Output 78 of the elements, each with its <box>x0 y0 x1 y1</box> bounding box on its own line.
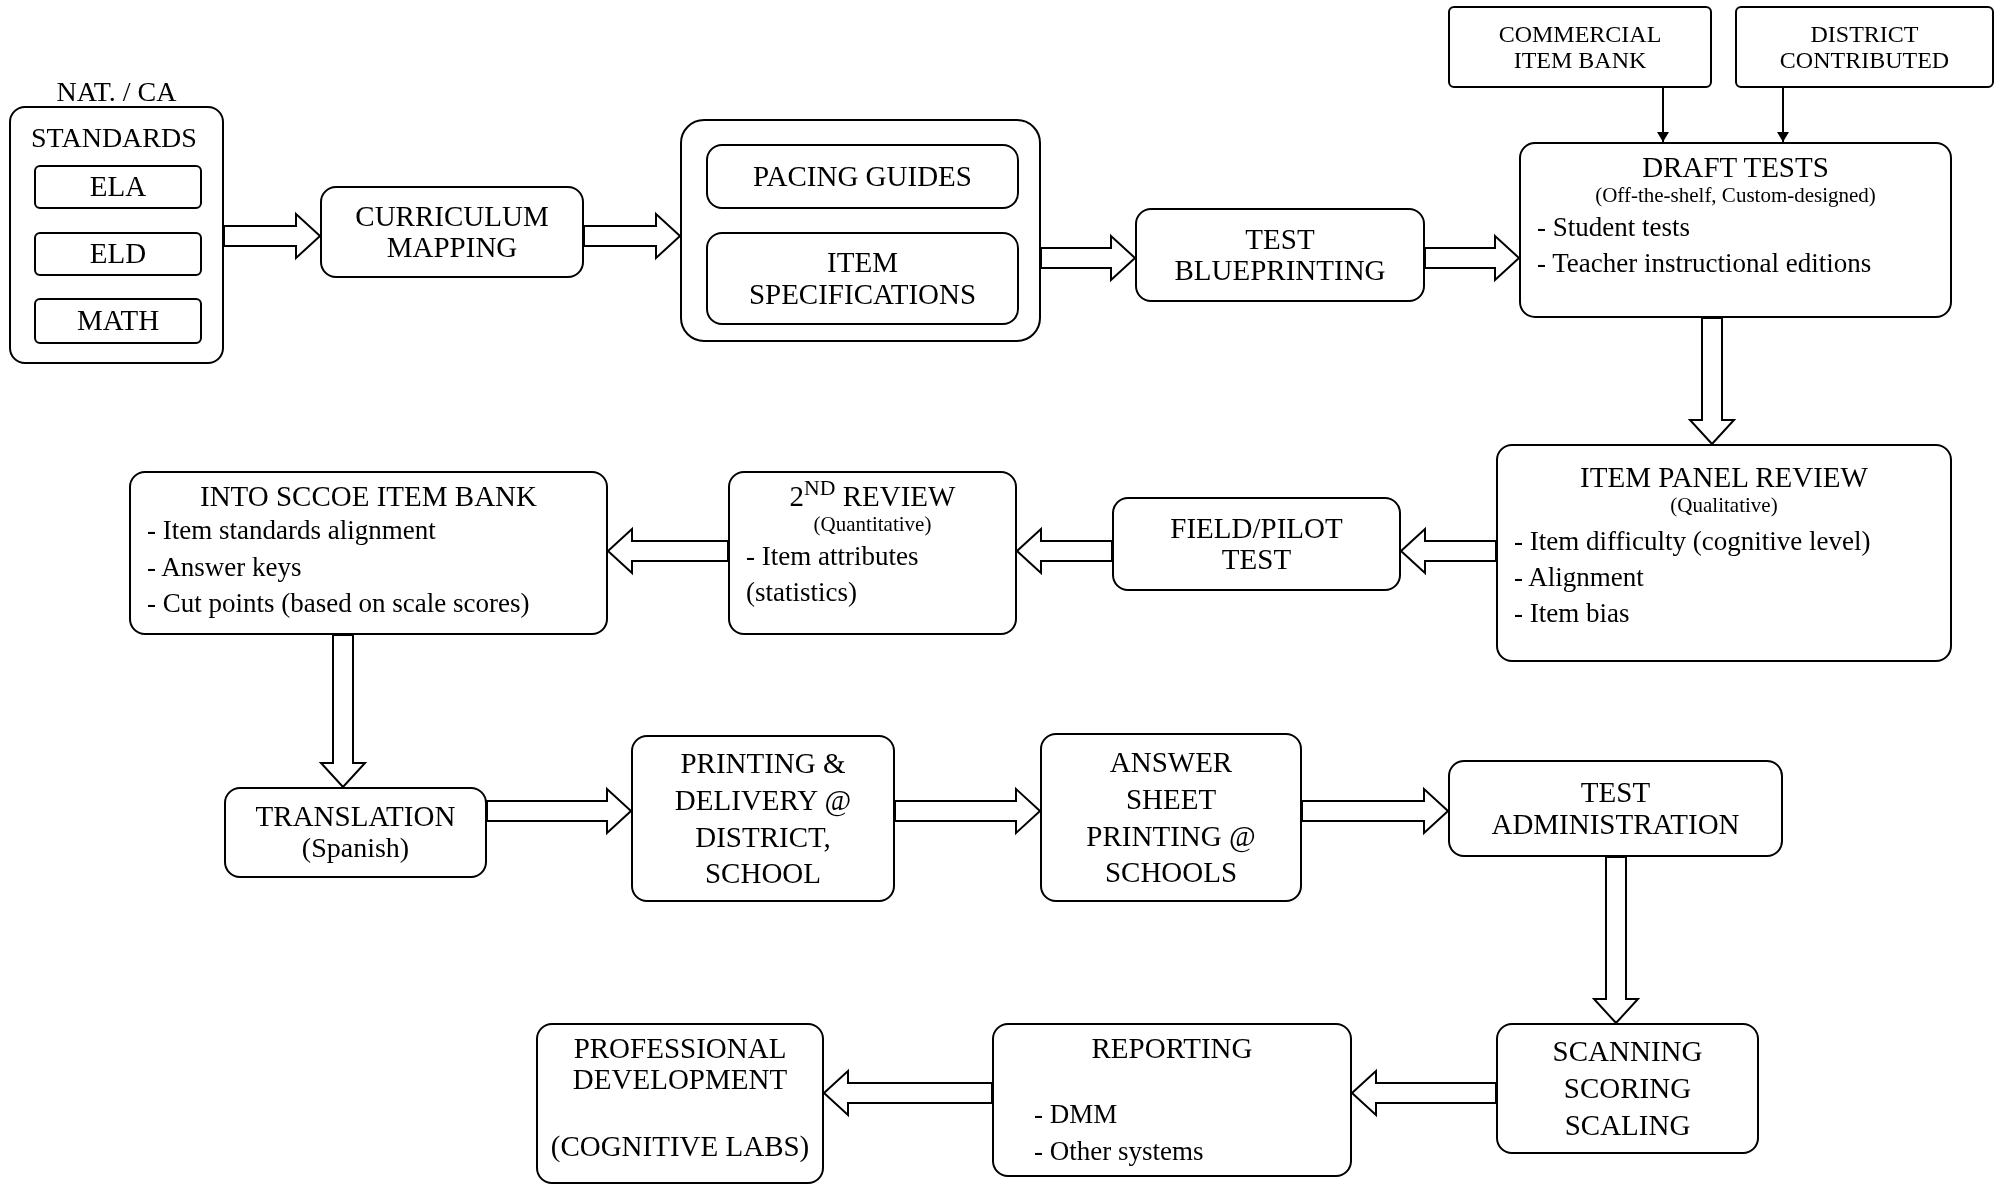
block-arrow <box>1015 526 1113 576</box>
box-title: INTO SCCOE ITEM BANK <box>199 481 538 513</box>
box-title: ITEM SPECIFICATIONS <box>747 247 978 310</box>
box-title: ELA <box>89 171 147 203</box>
group-box <box>680 119 1041 342</box>
box-text: (COGNITIVE LABS) <box>549 1131 811 1161</box>
process-box <box>1112 497 1401 591</box>
box-text: (Spanish) <box>301 832 410 864</box>
box-text: (Qualitative) <box>1669 493 1779 519</box>
box-title: TRANSLATION <box>255 801 456 833</box>
block-arrow <box>1424 233 1521 283</box>
box-title: DRAFT TESTS <box>1641 152 1830 184</box>
block-arrow <box>486 786 633 836</box>
process-box <box>320 186 584 278</box>
block-arrow <box>1687 317 1737 446</box>
process-box <box>1448 6 1712 88</box>
box-title: PROFESSIONAL DEVELOPMENT <box>571 1033 789 1098</box>
process-box <box>1040 733 1302 902</box>
block-arrow <box>1040 233 1137 283</box>
arrow <box>1657 87 1669 143</box>
box-title: PACING GUIDES <box>753 160 972 193</box>
box-text: - DMM <box>1033 1098 1119 1132</box>
process-box <box>34 232 202 276</box>
block-arrow <box>1591 856 1641 1025</box>
process-box <box>1735 6 1994 88</box>
block-arrow <box>223 211 322 261</box>
process-box <box>706 144 1019 209</box>
process-box <box>1496 1023 1759 1154</box>
box-text: - Alignment <box>1513 560 1645 594</box>
process-box <box>631 735 895 902</box>
process-box <box>536 1023 824 1184</box>
block-arrow <box>894 786 1042 836</box>
box-title: PRINTING & DELIVERY @ DISTRICT, SCHOOL <box>673 745 853 892</box>
box-text: - Item attributes (statistics) <box>745 539 920 609</box>
process-box <box>1496 444 1952 662</box>
box-title: 2$^{ND}$ REVIEW <box>788 481 957 513</box>
block-arrow <box>1301 786 1450 836</box>
box-title: SCANNING SCORING SCALING <box>1551 1034 1704 1143</box>
box-title: ANSWER SHEET PRINTING @ SCHOOLS <box>1085 744 1257 891</box>
block-arrow <box>318 634 368 789</box>
block-arrow <box>606 526 729 576</box>
process-box <box>1519 142 1952 318</box>
block-arrow <box>583 211 682 261</box>
block-arrow <box>822 1068 993 1118</box>
process-box <box>34 298 202 344</box>
box-title: REPORTING <box>1090 1033 1254 1066</box>
box-title: COMMERCIAL ITEM BANK <box>1497 20 1663 74</box>
box-title: TEST BLUEPRINTING <box>1173 223 1387 287</box>
box-title: DISTRICT CONTRIBUTED <box>1778 20 1951 74</box>
block-arrow <box>1399 526 1497 576</box>
process-box <box>728 471 1017 635</box>
process-box <box>1448 760 1783 857</box>
box-text: - Item bias <box>1513 597 1631 631</box>
process-box <box>1135 208 1425 302</box>
process-box <box>34 165 202 209</box>
process-box <box>129 471 608 635</box>
box-text: - Teacher instructional editions <box>1536 246 1873 280</box>
box-text: (Off-the-shelf, Custom-designed) <box>1594 183 1877 209</box>
box-text: - Item difficulty (cognitive level) <box>1513 524 1872 558</box>
process-box <box>992 1023 1352 1177</box>
box-text: STANDARDS <box>30 121 198 152</box>
box-title: NAT. / CA <box>55 78 178 106</box>
box-title: FIELD/PILOT TEST <box>1169 512 1344 576</box>
box-text: (Quantitative) <box>812 512 933 538</box>
box-text: - Other systems <box>1033 1134 1205 1168</box>
process-box <box>706 232 1019 325</box>
box-title: ELD <box>89 238 147 270</box>
box-title: TEST ADMINISTRATION <box>1490 777 1741 840</box>
box-text: - Answer keys <box>146 550 303 584</box>
box-title: MATH <box>76 305 160 337</box>
box-text: - Item standards alignment <box>146 514 437 548</box>
block-arrow <box>1350 1068 1497 1118</box>
box-title: ITEM PANEL REVIEW <box>1579 460 1869 494</box>
box-title: CURRICULUM MAPPING <box>354 200 550 264</box>
box-text: - Cut points (based on scale scores) <box>146 587 531 621</box>
process-box <box>224 787 487 878</box>
arrow <box>1777 87 1789 143</box>
box-text: - Student tests <box>1536 210 1691 244</box>
